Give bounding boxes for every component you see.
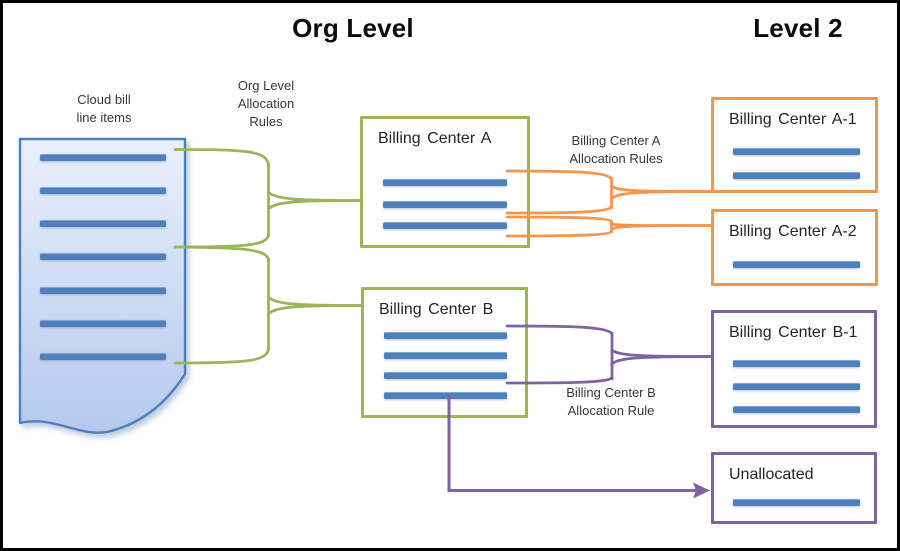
billing-center-b1-line-items [733, 360, 860, 413]
billing-center-a2-box: Billing Center A-2 [711, 209, 878, 286]
bill-line [384, 352, 507, 359]
bill-line [733, 406, 860, 413]
org-level-heading: Org Level [292, 13, 414, 43]
level-2-heading: Level 2 [753, 13, 843, 43]
billing-center-b-allocation-rule-label: Billing Center B Allocation Rule [566, 385, 656, 418]
brace-doc-to-a [173, 148, 362, 249]
unallocated-line-items [733, 499, 860, 506]
brace-doc-to-b [173, 245, 364, 365]
bill-line [40, 253, 166, 261]
bill-line [40, 154, 166, 161]
bill-line [40, 187, 166, 195]
bill-line [733, 261, 860, 268]
document-line-items [40, 154, 166, 360]
bill-line [383, 179, 507, 186]
unallocated-title: Unallocated [729, 466, 814, 483]
arrowhead-icon [693, 482, 710, 499]
cloud-bill-label: Cloud bill line items [76, 92, 132, 125]
billing-center-b1-title: Billing Center B-1 [729, 324, 858, 341]
bill-line [40, 220, 166, 228]
billing-center-a-line-items [383, 179, 507, 229]
bill-line [733, 499, 860, 506]
brace-a-to-a2 [505, 215, 714, 238]
bill-line [383, 222, 507, 229]
bill-line [384, 372, 507, 379]
billing-center-a-title: Billing Center A [378, 130, 492, 147]
billing-center-a-allocation-rules-label: Billing Center A Allocation Rules [569, 133, 663, 166]
billing-center-b-title: Billing Center B [379, 301, 494, 318]
unallocated-box: Unallocated [711, 452, 877, 524]
bill-line [40, 352, 166, 360]
billing-center-b-line-items [384, 332, 507, 399]
bill-line [733, 383, 860, 390]
bill-line [384, 392, 507, 399]
connector-layer [173, 148, 714, 499]
arrow-b-to-unallocated [447, 395, 710, 499]
billing-center-a1-title: Billing Center A-1 [729, 111, 857, 128]
bill-line [40, 319, 166, 327]
bill-line [384, 332, 507, 339]
bill-line [733, 360, 860, 367]
bill-line [383, 200, 507, 208]
bill-line [40, 286, 166, 294]
billing-center-a2-title: Billing Center A-2 [729, 223, 857, 240]
brace-b-to-b1 [505, 324, 714, 385]
brace-a-to-a1 [505, 169, 714, 215]
bill-line [733, 172, 860, 179]
org-level-allocation-rules-label: Org Level Allocation Rules [237, 78, 295, 129]
bill-line [733, 148, 860, 155]
billing-center-a2-line-items [733, 261, 860, 268]
billing-center-a1-line-items [733, 148, 860, 179]
